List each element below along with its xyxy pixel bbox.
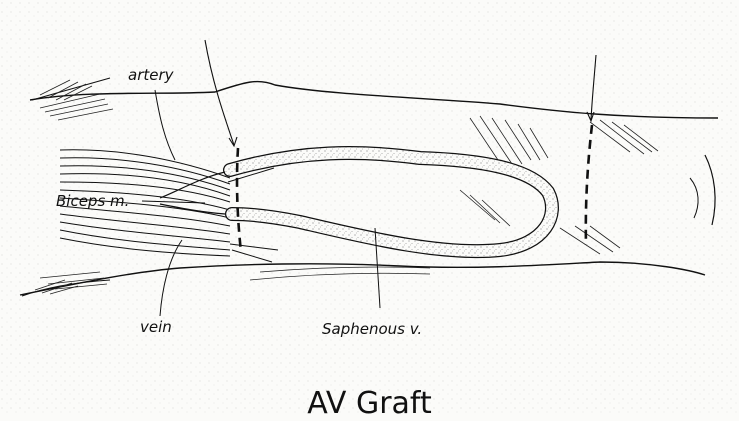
artery-label: artery (128, 66, 174, 84)
figure-caption: AV Graft (0, 386, 739, 421)
biceps-label: Biceps m. (56, 192, 129, 210)
vein-label: vein (140, 318, 172, 336)
saphenous-label: Saphenous v. (322, 320, 422, 338)
